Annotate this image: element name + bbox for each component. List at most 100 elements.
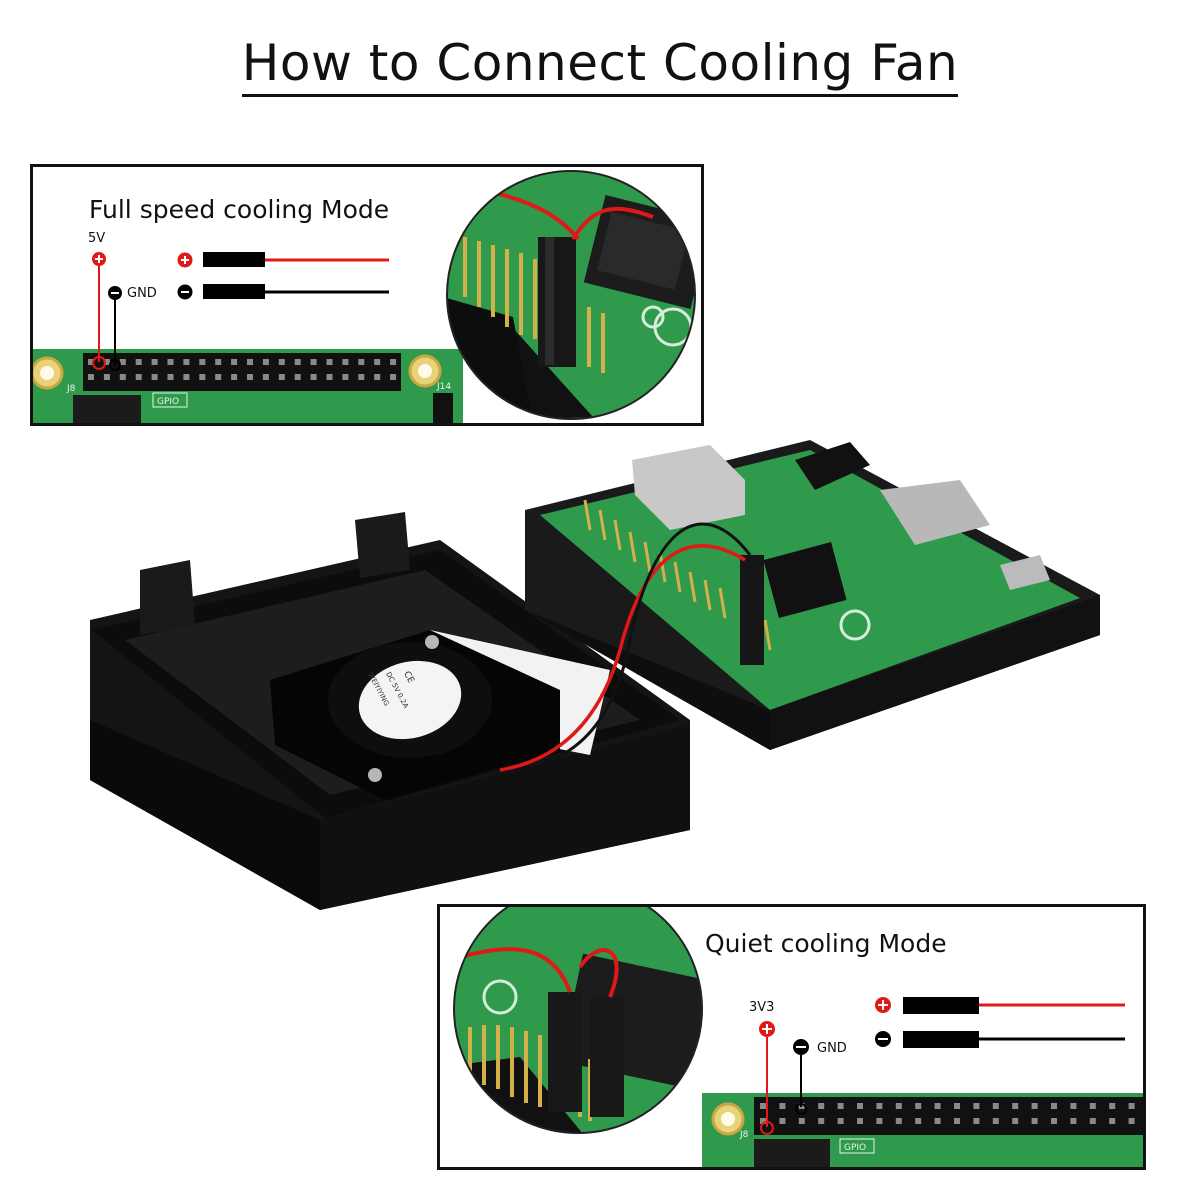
gpio-pin <box>1128 1103 1135 1109</box>
gpio-pin <box>837 1103 844 1109</box>
fan-wire-red <box>499 544 746 772</box>
gpio-pin <box>119 374 126 380</box>
gpio-pin <box>876 1103 883 1109</box>
gpio-pin <box>135 359 142 365</box>
gpio-pin <box>895 1103 902 1109</box>
gpio-pin <box>1051 1103 1057 1109</box>
full-speed-mode-panel: J8 GPIO J14 <box>30 164 704 426</box>
minus-circle-icon <box>108 286 122 300</box>
gpio-pin <box>151 374 158 380</box>
gpio-pin <box>1089 1118 1096 1124</box>
gpio-pin <box>231 359 238 365</box>
pin-marker-gnd <box>109 359 121 371</box>
gpio-pin <box>103 359 110 365</box>
gpio-pin <box>103 374 110 380</box>
gpio-pin <box>954 1118 960 1124</box>
pin-label-gnd: GND <box>127 286 157 301</box>
case-illustration: CE DC 5V 0.2A WEIYIYING <box>90 440 1100 910</box>
gpio-pin <box>1109 1103 1116 1109</box>
zoom-detail-full-speed <box>447 171 695 419</box>
case-bottom-half <box>525 440 1100 750</box>
gpio-pin <box>798 1118 805 1124</box>
gpio-pin <box>231 374 238 380</box>
gpio-pins <box>760 1103 1135 1124</box>
gpio-pin <box>167 374 174 380</box>
gpio-pin <box>760 1103 766 1109</box>
gpio-pin <box>199 359 206 365</box>
quiet-mode-title: Quiet cooling Mode <box>705 929 947 958</box>
gpio-pin <box>374 374 381 380</box>
gpio-pin <box>1012 1118 1019 1124</box>
gpio-pin <box>818 1118 825 1124</box>
gpio-pin <box>310 359 317 365</box>
plus-circle-icon <box>177 252 193 268</box>
plus-circle-icon <box>875 997 891 1013</box>
gpio-pin <box>374 359 381 365</box>
gpio-pin <box>760 1118 766 1124</box>
gpio-pin <box>88 359 94 365</box>
board-label-j8: J8 <box>66 384 76 394</box>
page-title-text: How to Connect Cooling Fan <box>241 34 959 97</box>
gpio-header <box>754 1097 1143 1135</box>
gpio-pin <box>1089 1103 1096 1109</box>
minus-circle-icon <box>177 284 193 300</box>
minus-circle-icon <box>793 1039 809 1055</box>
gpio-pin <box>88 374 94 380</box>
gpio-pin <box>278 374 285 380</box>
gpio-header <box>83 353 401 391</box>
gpio-pin <box>183 359 190 365</box>
gpio-pin <box>992 1118 999 1124</box>
pin-label-5v: 5V <box>88 231 106 246</box>
gpio-pin <box>1051 1118 1057 1124</box>
gpio-pin <box>135 374 142 380</box>
full-speed-mode-title: Full speed cooling Mode <box>89 195 390 224</box>
plus-circle-icon <box>92 252 106 266</box>
gpio-pin <box>915 1118 922 1124</box>
gpio-pin <box>779 1103 786 1109</box>
gpio-pin <box>278 359 285 365</box>
gpio-pin <box>915 1103 922 1109</box>
pin-label-gnd: GND <box>817 1041 847 1056</box>
gpio-pin <box>934 1118 941 1124</box>
gpio-pin <box>342 374 349 380</box>
quiet-diagram: J8 GPIO <box>453 907 1143 1167</box>
gpio-pin <box>876 1118 883 1124</box>
gpio-pin <box>1012 1103 1019 1109</box>
gpio-pin <box>1031 1103 1038 1109</box>
fan-wire-black <box>504 522 752 774</box>
gpio-pin <box>262 374 269 380</box>
gpio-pin <box>294 359 301 365</box>
pin-label-3v3: 3V3 <box>749 1000 775 1015</box>
gpio-pin <box>294 374 301 380</box>
gpio-pin <box>818 1103 825 1109</box>
gpio-pin <box>1109 1118 1116 1124</box>
gpio-pin <box>934 1103 941 1109</box>
gpio-pin <box>342 359 349 365</box>
gpio-pin <box>167 359 174 365</box>
gpio-pin <box>215 359 222 365</box>
board-label-gpio: GPIO <box>157 397 179 407</box>
gpio-pin <box>215 374 222 380</box>
gpio-pin <box>895 1118 902 1124</box>
gpio-pin <box>247 374 253 380</box>
quiet-mode-panel: J8 GPIO Quiet cooling Mode 3V3 GND <box>437 904 1146 1170</box>
page-title: How to Connect Cooling Fan <box>0 34 1200 97</box>
gpio-pin <box>973 1118 980 1124</box>
gpio-pin <box>358 374 365 380</box>
pcb-chip <box>754 1139 830 1167</box>
gpio-pin <box>183 374 190 380</box>
gpio-pin <box>992 1103 999 1109</box>
legend-connector-positive <box>903 997 979 1014</box>
gpio-pin <box>262 359 269 365</box>
legend-connector-positive <box>203 252 265 267</box>
gpio-pin <box>857 1118 863 1124</box>
gpio-pin <box>310 374 317 380</box>
gpio-pin <box>119 359 126 365</box>
gpio-pin <box>358 359 365 365</box>
gpio-pin <box>390 374 397 380</box>
pin-marker-gnd <box>795 1103 807 1115</box>
board-label-j14: J14 <box>436 382 451 392</box>
gpio-pin <box>199 374 206 380</box>
gpio-pin <box>857 1103 863 1109</box>
board-label-j8: J8 <box>739 1130 749 1140</box>
